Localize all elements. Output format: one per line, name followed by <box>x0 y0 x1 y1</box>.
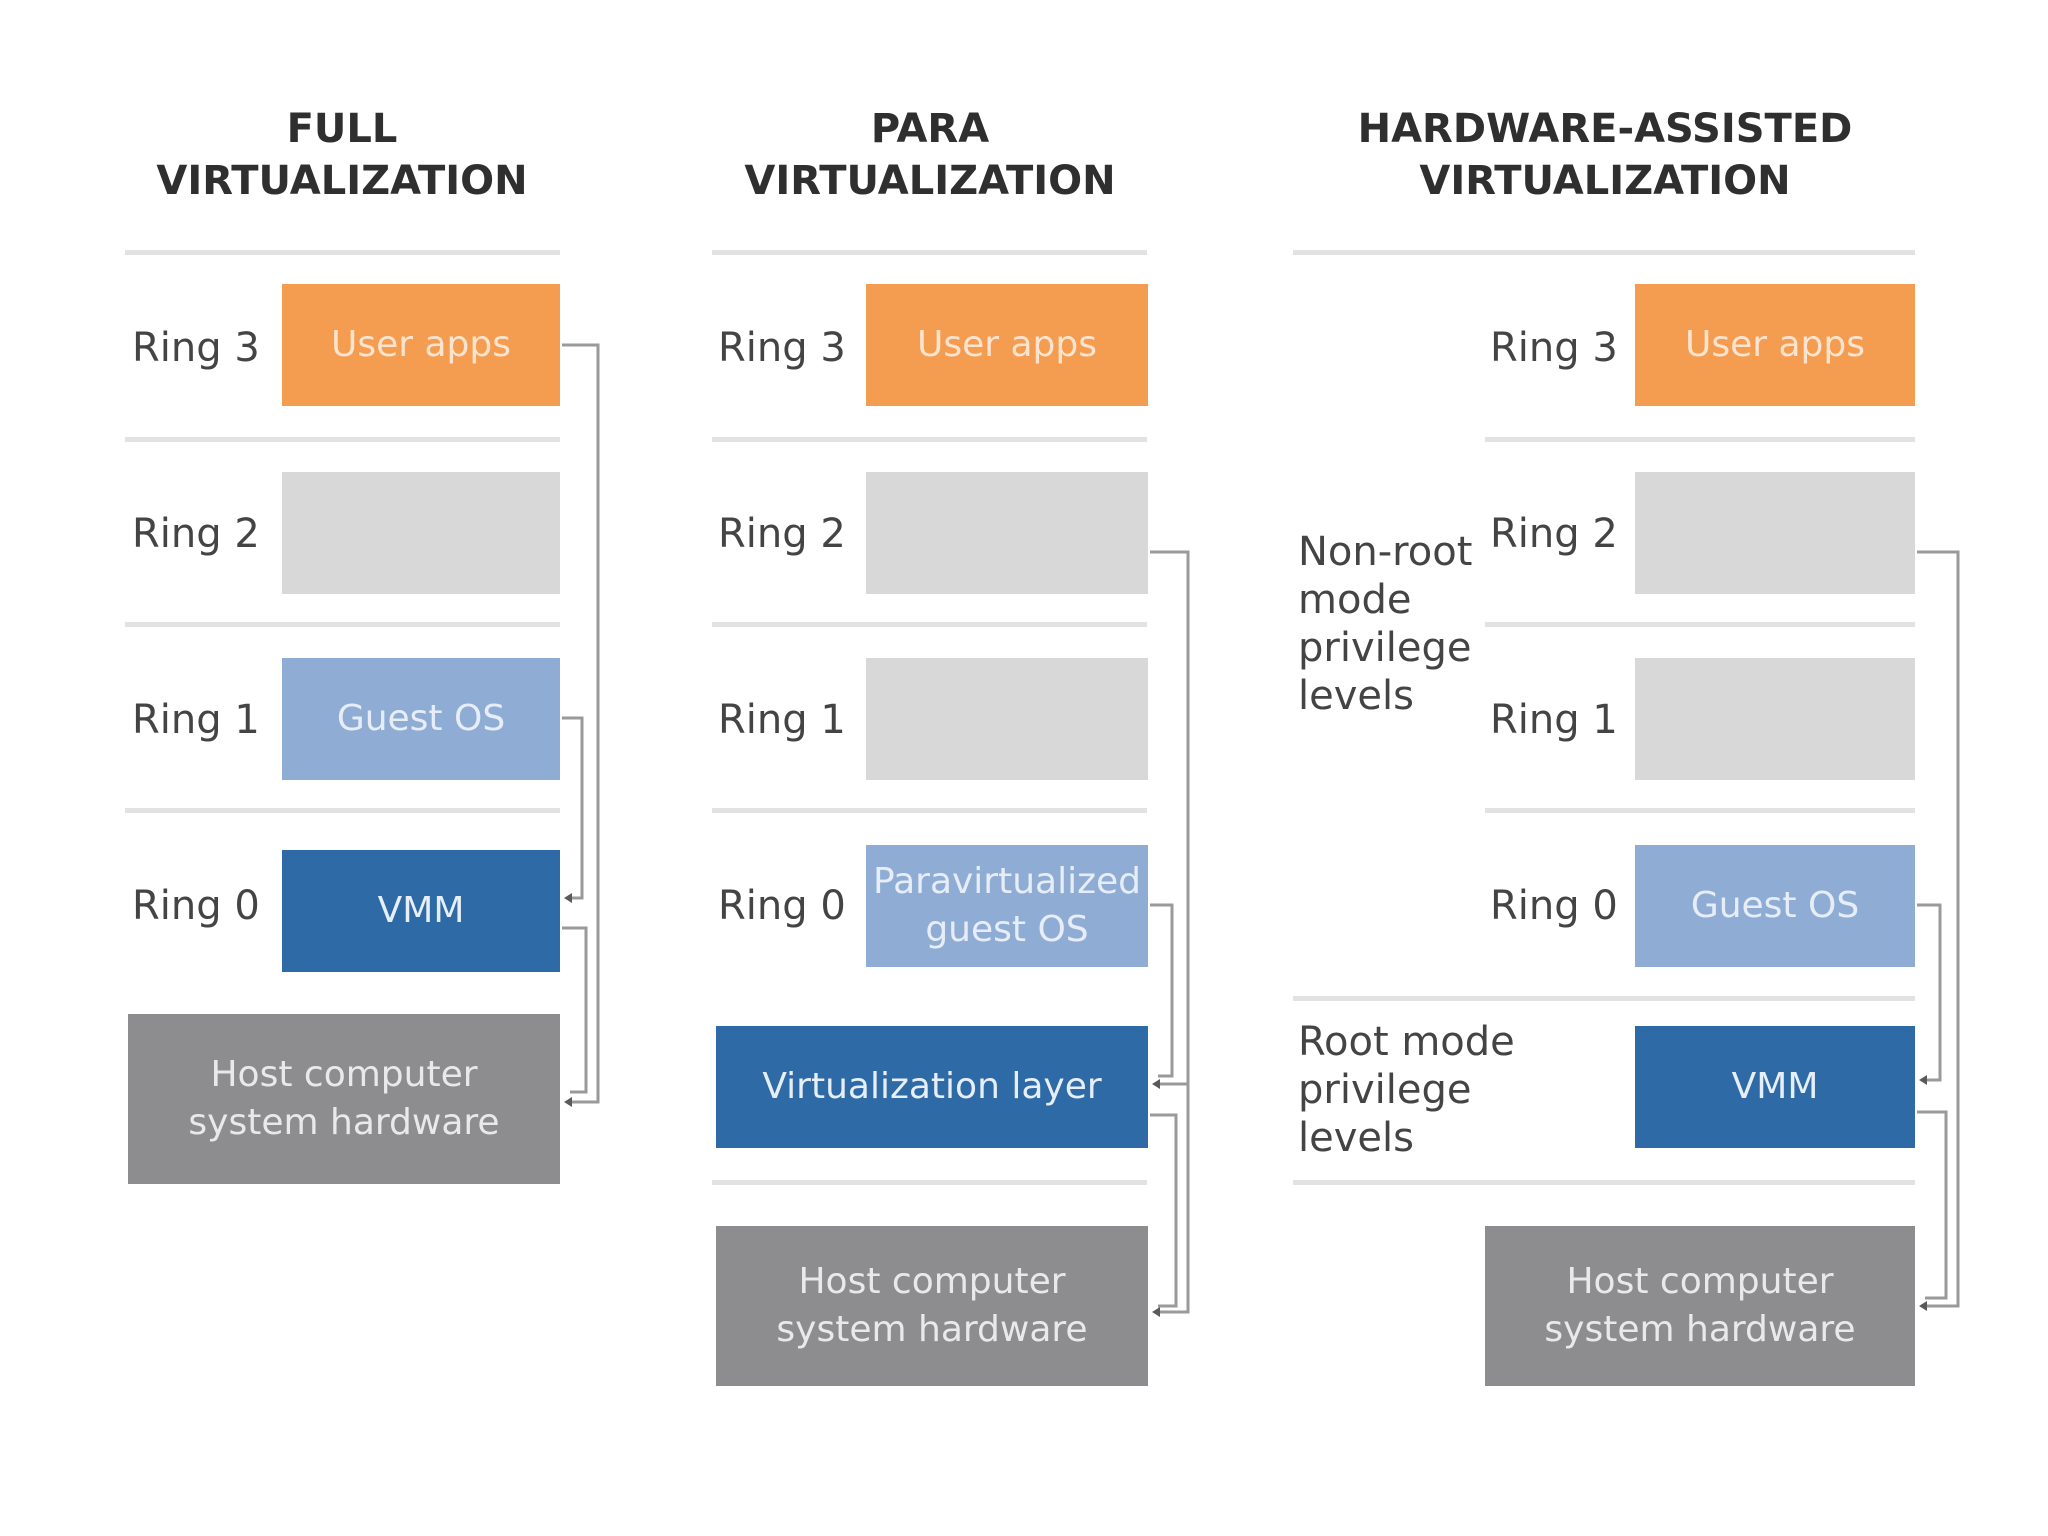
ring-2-empty-box <box>282 472 560 594</box>
mode-line: privilege <box>1298 1067 1472 1113</box>
virtualization-layer-box: Virtualization layer <box>716 1026 1148 1148</box>
mode-line: Root mode <box>1298 1019 1515 1065</box>
heading-line-1: HARDWARE-ASSISTED <box>1357 106 1853 152</box>
user-apps-box: User apps <box>282 284 560 406</box>
box-label-line-1: Host computer <box>1566 1261 1834 1302</box>
divider <box>1293 250 1915 255</box>
guest-os-box: Guest OS <box>282 658 560 780</box>
divider <box>712 250 1147 255</box>
mode-line: levels <box>1298 1115 1414 1161</box>
heading-line-2: VIRTUALIZATION <box>744 158 1116 204</box>
arrowhead <box>1152 1079 1160 1089</box>
connector-guest-os-to-vmm <box>1917 903 1942 1082</box>
ring-1-empty-box <box>1635 658 1915 780</box>
divider <box>712 808 1147 813</box>
ring-3-label: Ring 3 <box>718 325 846 371</box>
divider <box>125 808 560 813</box>
heading-line-2: VIRTUALIZATION <box>1419 158 1791 204</box>
box-label: Guest OS <box>1690 885 1860 926</box>
ring-3-label: Ring 3 <box>1490 325 1618 371</box>
connector-layer-to-hardware <box>1150 1113 1178 1308</box>
heading-para-virtualization: PARA VIRTUALIZATION <box>650 100 1210 210</box>
divider <box>712 622 1147 627</box>
ring-2-empty-box <box>1635 472 1915 594</box>
user-apps-box: User apps <box>866 284 1148 406</box>
heading-line-1: FULL <box>286 106 398 152</box>
vmm-box: VMM <box>282 850 560 972</box>
connector-guest-os-to-virtualization-layer <box>1150 903 1174 1078</box>
connector-user-apps-to-hardware <box>562 343 600 1104</box>
paravirtualized-guest-os-box: Paravirtualized guest OS <box>866 845 1148 967</box>
ring-1-label: Ring 1 <box>1490 697 1618 743</box>
connector-vmm-to-hardware <box>562 926 588 1094</box>
arrowhead <box>1919 1301 1927 1311</box>
mode-line: mode <box>1298 577 1412 623</box>
heading-line-2: VIRTUALIZATION <box>156 158 528 204</box>
heading-line-1: PARA <box>870 106 990 152</box>
arrowhead <box>1919 1075 1927 1085</box>
box-label-line-2: guest OS <box>925 909 1089 950</box>
divider <box>125 622 560 627</box>
host-hardware-box: Host computer system hardware <box>128 1014 560 1184</box>
box-label-line-2: system hardware <box>1544 1309 1856 1350</box>
root-mode-label: Root mode privilege levels <box>1298 1018 1515 1162</box>
guest-os-box: Guest OS <box>1635 845 1915 967</box>
box-label: User apps <box>916 324 1098 365</box>
non-root-mode-label: Non-root mode privilege levels <box>1298 528 1472 720</box>
heading-full-virtualization: FULL VIRTUALIZATION <box>62 100 622 210</box>
arrowhead <box>564 893 572 903</box>
divider <box>1293 1180 1915 1185</box>
ring-0-label: Ring 0 <box>718 883 846 929</box>
connector-rings-to-hardware <box>1158 1084 1190 1314</box>
heading-hardware-assisted-virtualization: HARDWARE-ASSISTED VIRTUALIZATION <box>1325 100 1885 210</box>
box-label-line-2: system hardware <box>776 1309 1088 1350</box>
ring-1-empty-box <box>866 658 1148 780</box>
host-hardware-box: Host computer system hardware <box>1485 1226 1915 1386</box>
divider <box>712 1180 1147 1185</box>
connector-rings-to-vmm <box>1917 550 1960 1308</box>
divider <box>1485 622 1915 627</box>
mode-line: Non-root <box>1298 529 1473 575</box>
host-hardware-box: Host computer system hardware <box>716 1226 1148 1386</box>
ring-2-label: Ring 2 <box>1490 511 1618 557</box>
ring-1-label: Ring 1 <box>718 697 846 743</box>
divider <box>125 250 560 255</box>
divider <box>1485 808 1915 813</box>
ring-0-label: Ring 0 <box>132 883 260 929</box>
ring-0-label: Ring 0 <box>1490 883 1618 929</box>
vmm-box: VMM <box>1635 1026 1915 1148</box>
arrowhead <box>1152 1307 1160 1317</box>
connector-guest-os-to-vmm <box>562 716 584 900</box>
box-label: VMM <box>377 890 465 931</box>
box-label: Virtualization layer <box>762 1066 1102 1107</box>
box-label-line-1: Paravirtualized <box>872 861 1141 902</box>
user-apps-box: User apps <box>1635 284 1915 406</box>
divider <box>125 437 560 442</box>
divider <box>712 437 1147 442</box>
divider <box>1485 437 1915 442</box>
box-label: Guest OS <box>336 698 506 739</box>
ring-2-label: Ring 2 <box>132 511 260 557</box>
mode-line: levels <box>1298 673 1414 719</box>
connector-vmm-to-hardware <box>1917 1110 1948 1300</box>
box-label-line-1: Host computer <box>210 1054 478 1095</box>
ring-2-label: Ring 2 <box>718 511 846 557</box>
arrowhead <box>564 1097 572 1107</box>
box-label-line-2: system hardware <box>188 1102 500 1143</box>
box-label: User apps <box>1684 324 1866 365</box>
mode-line: privilege <box>1298 625 1472 671</box>
ring-2-empty-box <box>866 472 1148 594</box>
ring-1-label: Ring 1 <box>132 697 260 743</box>
connector-rings-to-virtualization-layer <box>1150 550 1190 1086</box>
ring-3-label: Ring 3 <box>132 325 260 371</box>
divider <box>1293 996 1915 1001</box>
box-label: User apps <box>330 324 512 365</box>
box-label-line-1: Host computer <box>798 1261 1066 1302</box>
box-label: VMM <box>1731 1066 1819 1107</box>
